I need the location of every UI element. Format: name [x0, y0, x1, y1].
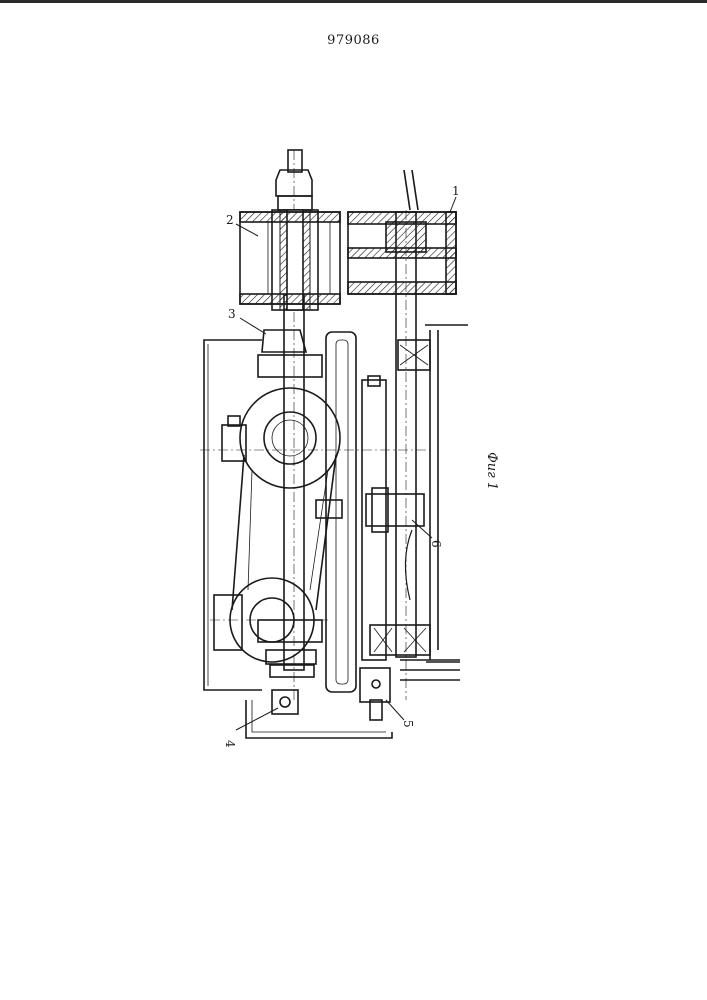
figure-caption: Фиг 1 — [484, 452, 499, 490]
callout-6: 6 — [429, 540, 443, 548]
unit-5-fitting — [360, 668, 390, 702]
chain-guard — [326, 332, 356, 692]
housing-frame — [425, 325, 468, 662]
callout-4: 4 — [223, 740, 237, 748]
callout-2: 2 — [226, 213, 234, 227]
spindle-tip — [288, 150, 302, 172]
callout-3: 3 — [228, 307, 236, 321]
callout-5: 5 — [401, 720, 415, 728]
upper-pulley — [240, 388, 340, 488]
callout-1: 1 — [452, 184, 460, 198]
